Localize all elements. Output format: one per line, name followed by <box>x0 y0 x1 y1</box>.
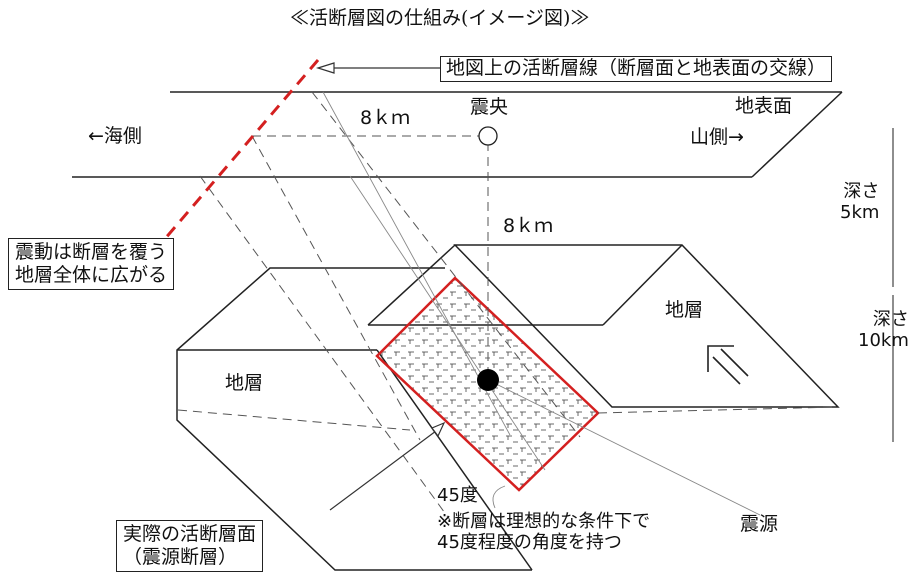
projection-lines <box>177 91 837 521</box>
stratum-right-label: 地層 <box>665 299 704 321</box>
double-arrow-up-left-icon <box>707 345 749 385</box>
angle-note-line1: ※断層は理想的な条件下で <box>437 511 651 532</box>
surface-fault-line-label: 地図上の活断層線（断層面と地表面の交線） <box>440 56 833 82</box>
stratum-left-label: 地層 <box>225 372 264 394</box>
hypocenter-dot-icon <box>477 369 499 391</box>
surface-label: 地表面 <box>735 95 793 117</box>
shaking-note-line2: 地層全体に広がる <box>15 263 168 286</box>
epicenter-marker-icon <box>478 126 498 146</box>
depth-10km-label: 深さ 10km <box>858 309 909 351</box>
actual-fault-line2: （震源断層） <box>123 545 238 568</box>
surface-slab <box>72 91 843 178</box>
fault-pointer-arrow <box>329 421 446 511</box>
shaking-note-line1: 震動は断層を覆う <box>15 241 168 263</box>
depth-5km-value: 5km <box>840 201 880 223</box>
angle-label: 45度 <box>437 485 478 506</box>
left-stratum-block <box>176 267 533 571</box>
hypocenter-label: 震源 <box>740 513 779 535</box>
epicenter-label: 震央 <box>470 96 509 118</box>
mountain-side-label: 山側→ <box>690 126 744 148</box>
angle-note: ※断層は理想的な条件下で 45度程度の角度を持つ <box>437 511 651 553</box>
shaking-note-box: 震動は断層を覆う 地層全体に広がる <box>8 238 175 290</box>
diagram-title: ≪活断層図の仕組み(イメージ図)≫ <box>290 7 590 29</box>
depth-5km-word: 深さ <box>843 181 880 202</box>
distance-top-label: 8ｋｍ <box>360 107 411 129</box>
right-stratum-block <box>367 244 840 408</box>
depth-5km-label: 深さ 5km <box>840 181 880 223</box>
sea-side-label: ←海側 <box>88 125 142 147</box>
actual-fault-box: 実際の活断層面 （震源断層） <box>116 520 264 572</box>
angle-note-line2: 45度程度の角度を持つ <box>437 531 622 553</box>
actual-fault-line1: 実際の活断層面 <box>123 523 257 545</box>
depth-10km-value: 10km <box>858 329 909 351</box>
surface-fault-trace <box>138 59 320 269</box>
depth-10km-word: 深さ <box>872 309 909 330</box>
pointer-arrow <box>315 62 440 74</box>
distance-mid-label: 8ｋｍ <box>503 215 554 237</box>
